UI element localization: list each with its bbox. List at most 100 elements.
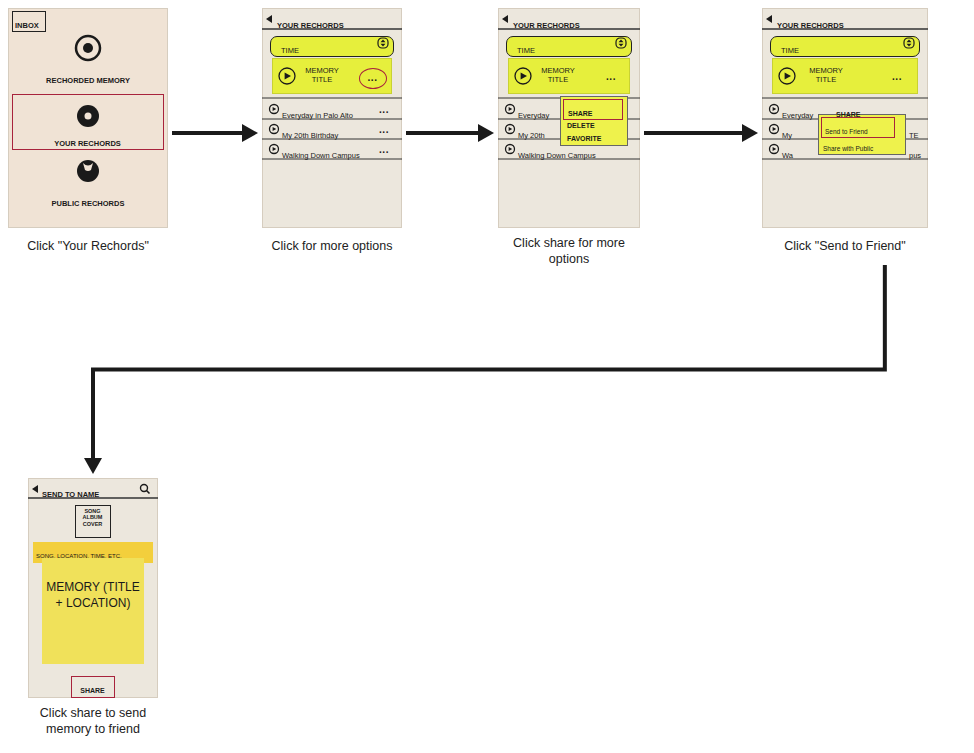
text-holder: MEMORY (TITLE + LOCATION) bbox=[46, 580, 140, 611]
step-caption: Click for more options bbox=[272, 239, 393, 255]
arrow-line bbox=[406, 131, 479, 135]
ui-box: ··· bbox=[359, 68, 387, 89]
back-arrow-icon bbox=[766, 15, 772, 23]
sketch-label: TE bbox=[909, 131, 919, 140]
arrow-head bbox=[84, 458, 102, 474]
ui-text: MEMORY TITLE bbox=[299, 66, 345, 84]
text-holder: ··· bbox=[599, 69, 623, 87]
play-icon bbox=[773, 147, 777, 151]
sketch-label: PUBLIC RECHORDS bbox=[52, 199, 125, 208]
sketch-label: YOUR RECHORDS bbox=[513, 21, 580, 30]
ui-text: MEMORY TITLE bbox=[535, 66, 581, 84]
ui-text: Send to Friend bbox=[825, 128, 868, 136]
record-icon bbox=[85, 113, 92, 120]
text-holder: YOUR RECHORDS bbox=[13, 132, 162, 150]
play-icon bbox=[509, 147, 513, 151]
text-holder: ··· bbox=[360, 70, 385, 88]
text-holder: SHARE bbox=[836, 103, 876, 121]
step-caption: Click "Your Rechords" bbox=[27, 239, 149, 255]
flow-arrow bbox=[84, 265, 885, 474]
ui-box: YOUR RECHORDS bbox=[12, 94, 164, 150]
text-holder: SONG ALBUM COVER bbox=[77, 508, 108, 530]
sketch-label: ··· bbox=[379, 127, 389, 139]
text-holder: PUBLIC RECHORDS bbox=[8, 192, 168, 210]
ui-text: INBOX bbox=[15, 21, 39, 30]
ui-text: TIME bbox=[781, 46, 799, 55]
text-holder: Send to Friend bbox=[825, 120, 893, 138]
sketch-label: ··· bbox=[379, 107, 389, 119]
ui-text: MEMORY TITLE bbox=[803, 66, 849, 84]
dropdown-icon bbox=[619, 40, 624, 43]
text-holder: SHARE bbox=[568, 102, 618, 120]
dropdown-icon bbox=[619, 44, 624, 47]
play-icon bbox=[506, 105, 515, 114]
ui-text: ··· bbox=[368, 75, 378, 87]
play-icon bbox=[509, 107, 513, 111]
play-icon bbox=[285, 72, 291, 79]
text-holder: Click for more options bbox=[246, 236, 418, 255]
play-icon bbox=[270, 105, 279, 114]
text-holder: TIME bbox=[517, 39, 557, 57]
text-holder: ··· bbox=[379, 142, 399, 160]
play-icon bbox=[506, 125, 515, 134]
play-icon bbox=[773, 127, 777, 131]
ui-text: SHARE bbox=[568, 110, 593, 118]
text-holder: DELETE bbox=[567, 114, 623, 132]
ui-box: INBOX bbox=[12, 11, 46, 32]
play-icon bbox=[273, 147, 277, 151]
sketch-label: RECHORDED MEMORY bbox=[46, 76, 130, 85]
text-holder: TE bbox=[909, 124, 927, 142]
arrow-head bbox=[478, 124, 494, 142]
sketch-label: My bbox=[782, 131, 792, 140]
text-holder: pus bbox=[909, 144, 927, 162]
text-holder: MEMORY TITLE bbox=[535, 66, 581, 86]
play-icon bbox=[515, 68, 531, 84]
dropdown-icon bbox=[616, 38, 626, 48]
text-holder: SHARE bbox=[72, 679, 113, 697]
play-icon bbox=[770, 125, 779, 134]
ui-text: DELETE bbox=[567, 122, 595, 130]
sketch-label: Wa bbox=[782, 151, 793, 160]
ui-box: MEMORY TITLE ··· bbox=[772, 58, 918, 94]
ui-box: DELETE FAVORITE SHARE bbox=[560, 96, 628, 146]
text-holder: ··· bbox=[885, 69, 909, 87]
play-icon bbox=[506, 145, 515, 154]
play-icon bbox=[521, 72, 527, 79]
arrow-head bbox=[242, 124, 258, 142]
text-holder: Click share to send memory to friend bbox=[23, 706, 163, 737]
ui-text: FAVORITE bbox=[567, 135, 601, 143]
play-icon bbox=[273, 107, 277, 111]
flow-arrow bbox=[644, 124, 758, 142]
text-holder: Click "Your Rechords" bbox=[3, 236, 173, 255]
ui-box: TIME bbox=[770, 36, 920, 57]
play-icon bbox=[509, 127, 513, 131]
memory-icon bbox=[76, 36, 100, 60]
sketch-label: Everyday bbox=[518, 111, 549, 120]
sketch-label: YOUR RECHORDS bbox=[277, 21, 344, 30]
flow-arrow bbox=[406, 124, 494, 142]
ui-box: SONG ALBUM COVER bbox=[75, 505, 111, 538]
dropdown-icon bbox=[907, 44, 912, 47]
ui-text: ··· bbox=[892, 74, 902, 86]
divider-line bbox=[262, 98, 402, 99]
sketch-label: Walking Down Campus bbox=[518, 151, 596, 160]
step-caption: Click "Send to Friend" bbox=[784, 239, 905, 255]
sketch-label: Walking Down Campus bbox=[282, 151, 360, 160]
text-holder: ··· bbox=[379, 102, 399, 120]
play-icon bbox=[770, 145, 779, 154]
divider-line bbox=[762, 98, 928, 99]
text-holder: TIME bbox=[781, 39, 821, 57]
arrow-line bbox=[172, 131, 243, 135]
text-holder: Walking Down Campus bbox=[518, 144, 628, 162]
sketch-label: ··· bbox=[379, 147, 389, 159]
play-icon bbox=[270, 145, 279, 154]
text-holder: Wa bbox=[782, 144, 812, 162]
arrow-head bbox=[742, 124, 758, 142]
back-arrow-icon bbox=[266, 15, 272, 23]
text-holder: My 20th bbox=[518, 124, 558, 142]
ui-text: TIME bbox=[517, 46, 535, 55]
sketch-label: Everyday bbox=[782, 111, 813, 120]
dropdown-icon bbox=[378, 38, 388, 48]
ui-text: SHARE bbox=[80, 687, 105, 695]
